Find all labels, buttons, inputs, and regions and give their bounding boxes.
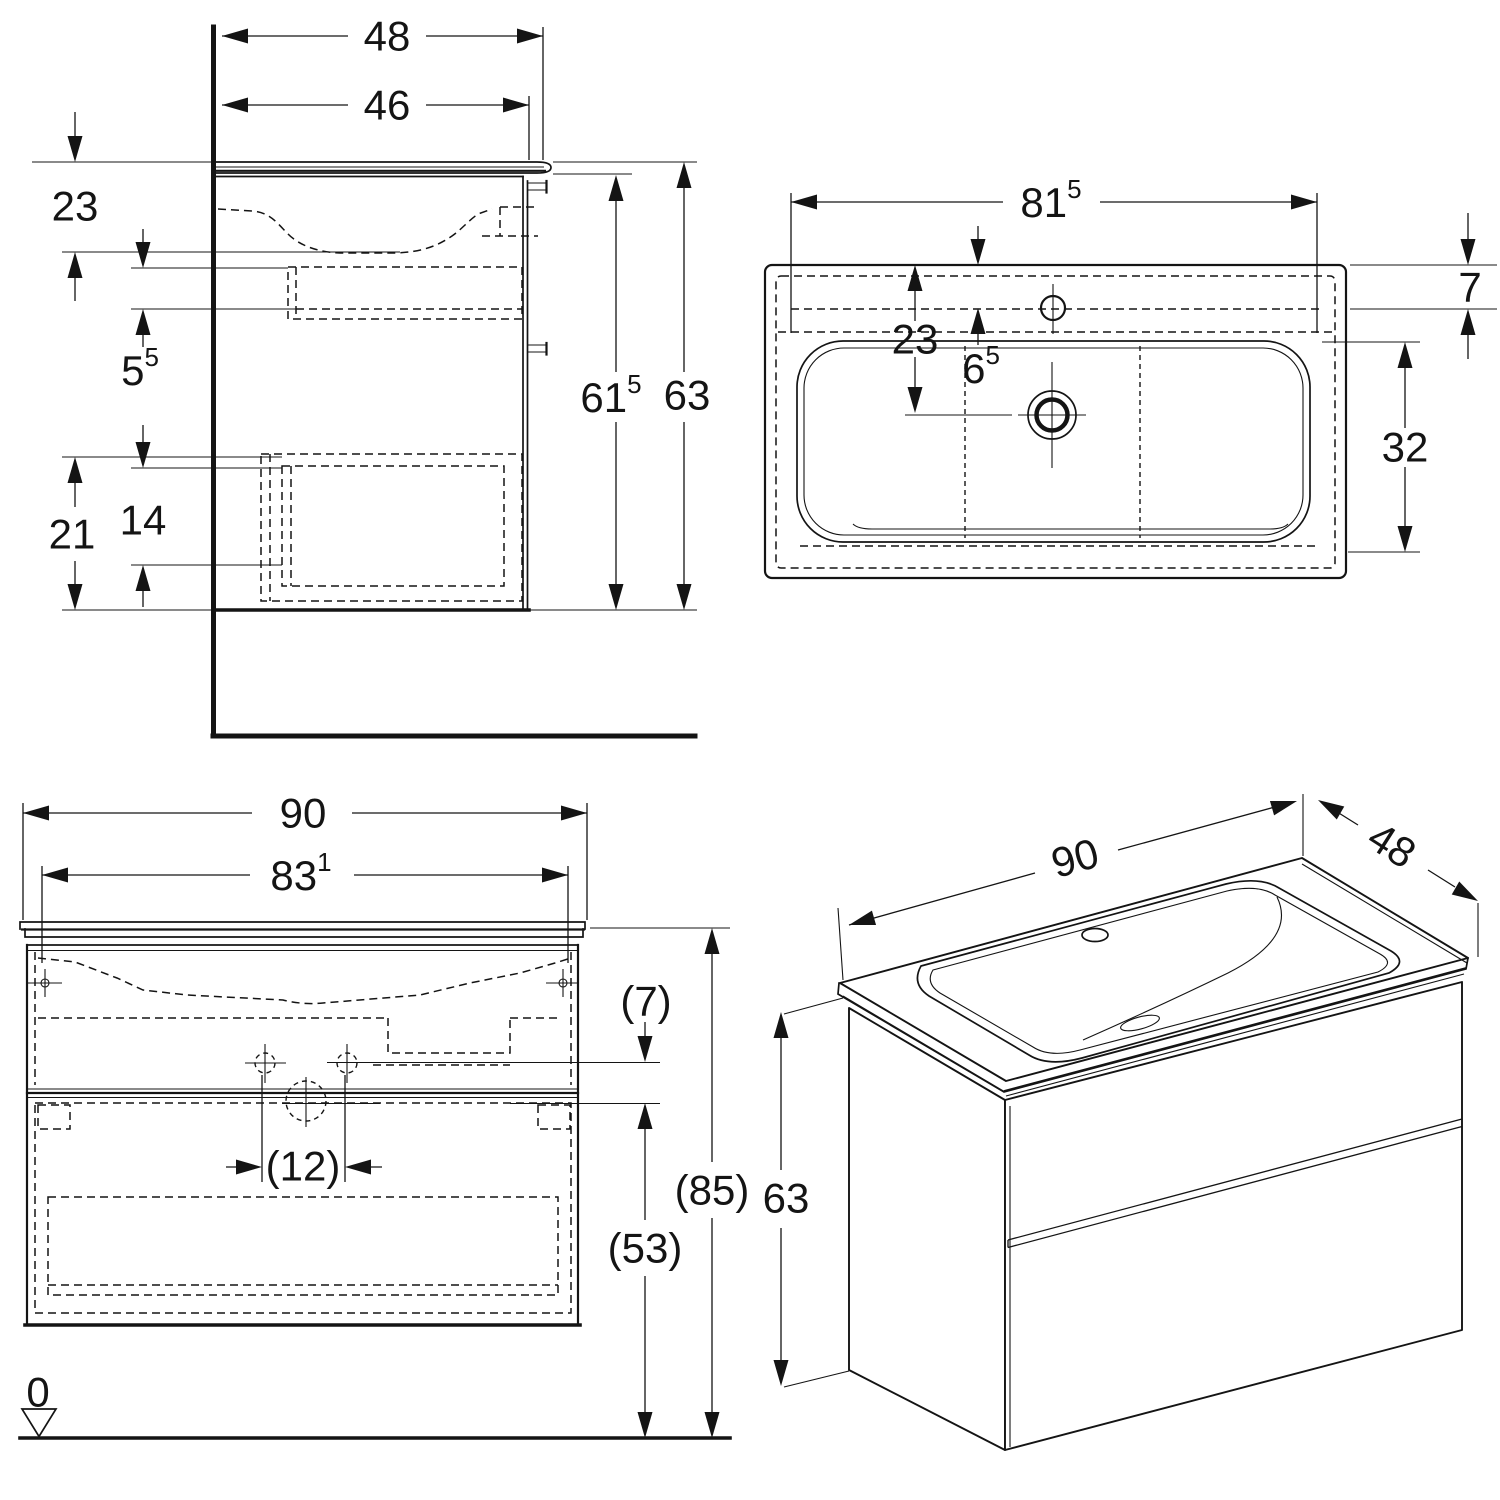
drain-hole xyxy=(905,362,1086,468)
hidden-lower-drawer xyxy=(260,453,523,602)
washbasin-slab-front xyxy=(19,921,586,938)
dim-23-plan: 23 xyxy=(892,265,939,413)
right-anchor-mark xyxy=(546,969,578,997)
dim-label-5-5: 55 xyxy=(121,342,159,394)
dim-7-front: (7) xyxy=(620,978,672,1062)
dim-label-46: 46 xyxy=(364,82,411,129)
dim-label-63-side: 63 xyxy=(664,372,711,419)
dim-label-48-iso: 48 xyxy=(1360,813,1425,878)
cabinet-left-face xyxy=(848,1007,1006,1451)
dim-63-iso: 63 xyxy=(763,997,850,1388)
faucet-hole-iso xyxy=(1081,927,1109,943)
dim-label-6-5: 65 xyxy=(962,340,1000,392)
dim-85: (85) xyxy=(675,928,750,1438)
dim-label-12: (12) xyxy=(266,1143,341,1190)
drawer-split-front xyxy=(25,1088,580,1099)
datum-label: 0 xyxy=(26,1369,49,1416)
washbasin-outline xyxy=(763,263,1348,580)
reference-lines xyxy=(32,161,697,611)
dim-61-5: 615 xyxy=(580,175,642,610)
dim-label-48: 48 xyxy=(364,13,411,60)
dim-label-90-iso: 90 xyxy=(1046,829,1104,887)
plan-view: 815 7 23 65 32 xyxy=(763,174,1497,580)
dim-label-90-front: 90 xyxy=(280,790,327,837)
basin-rim-iso-inner xyxy=(929,887,1389,1054)
dim-label-7-plan: 7 xyxy=(1458,264,1481,311)
dim-label-7-front: (7) xyxy=(620,978,671,1025)
left-anchor-mark xyxy=(28,969,62,997)
slab-right-edge2 xyxy=(1301,863,1468,964)
dim-12: (12) xyxy=(226,1075,382,1190)
dim-label-83-1: 831 xyxy=(270,847,331,899)
overflow-slot xyxy=(1120,1014,1160,1032)
front-view: 0 90 831 (12) (7) (53) (85) xyxy=(18,790,750,1440)
iso-view: 63 90 48 xyxy=(763,793,1482,1451)
handle-gap-line xyxy=(1005,973,1465,1097)
dim-label-81-5: 815 xyxy=(1020,174,1081,226)
tap-hole-right xyxy=(327,1044,660,1083)
dim-53: (53) xyxy=(608,1103,683,1438)
dim-label-61-5: 615 xyxy=(580,369,641,421)
hidden-siphon-recess xyxy=(38,1017,562,1054)
dim-32: 32 xyxy=(1322,341,1429,553)
dim-48: 48 xyxy=(222,13,544,160)
basin-bottom-edge xyxy=(852,523,1289,530)
drain-front xyxy=(282,1077,380,1127)
dim-5-5: 55 xyxy=(121,229,159,394)
dim-81-5: 815 xyxy=(790,174,1318,333)
dim-label-32: 32 xyxy=(1382,424,1429,471)
hidden-lower-drawer-front xyxy=(34,1102,572,1314)
dim-90-front: 90 xyxy=(22,790,588,920)
basin-section-lines xyxy=(964,346,1141,538)
dim-6-5: 65 xyxy=(962,226,1000,392)
front-bracket-upper xyxy=(527,179,548,194)
dim-14: 14 xyxy=(120,425,167,607)
faucet-hole xyxy=(1039,284,1067,334)
drawer-split-iso xyxy=(1007,1118,1463,1249)
dim-23-side: 23 xyxy=(52,112,99,301)
basin-rim-iso-outer xyxy=(916,879,1401,1063)
hidden-basin-bottom-front xyxy=(37,957,572,1005)
datum-symbol: 0 xyxy=(20,1369,58,1439)
dim-label-23-plan: 23 xyxy=(892,316,939,363)
bowl-curve xyxy=(1082,896,1282,1041)
dim-label-85: (85) xyxy=(675,1167,750,1214)
dim-label-14: 14 xyxy=(120,497,167,544)
hidden-basin-contour xyxy=(217,208,493,254)
dim-7-plan: 7 xyxy=(1350,213,1497,359)
datum-triangle-icon xyxy=(20,1408,58,1439)
cabinet-front-face xyxy=(1004,981,1463,1451)
slab-thickness-edge xyxy=(837,957,1469,1093)
dim-label-53: (53) xyxy=(608,1225,683,1272)
hidden-upper-drawer xyxy=(287,266,523,320)
dim-83-1: 831 xyxy=(41,847,569,963)
dim-label-63-iso: 63 xyxy=(763,1175,810,1222)
dim-46: 46 xyxy=(222,82,530,160)
basin-rim-outer xyxy=(796,340,1311,543)
front-bracket-lower xyxy=(527,341,548,356)
dim-label-23-side: 23 xyxy=(52,183,99,230)
hidden-rim-lines xyxy=(778,331,1332,547)
hidden-edge-rect xyxy=(775,275,1336,569)
dim-21: 21 xyxy=(49,457,96,610)
basin-rim-inner xyxy=(803,347,1304,536)
hidden-overflow-contour xyxy=(482,206,538,237)
tap-hole-left xyxy=(245,1044,286,1083)
dim-63-side: 63 xyxy=(664,162,711,610)
washbasin-slab xyxy=(215,161,552,174)
cabinet-sides-front xyxy=(25,943,580,1327)
side-view: 48 46 23 55 21 14 615 xyxy=(32,13,711,739)
dim-label-21: 21 xyxy=(49,511,96,558)
